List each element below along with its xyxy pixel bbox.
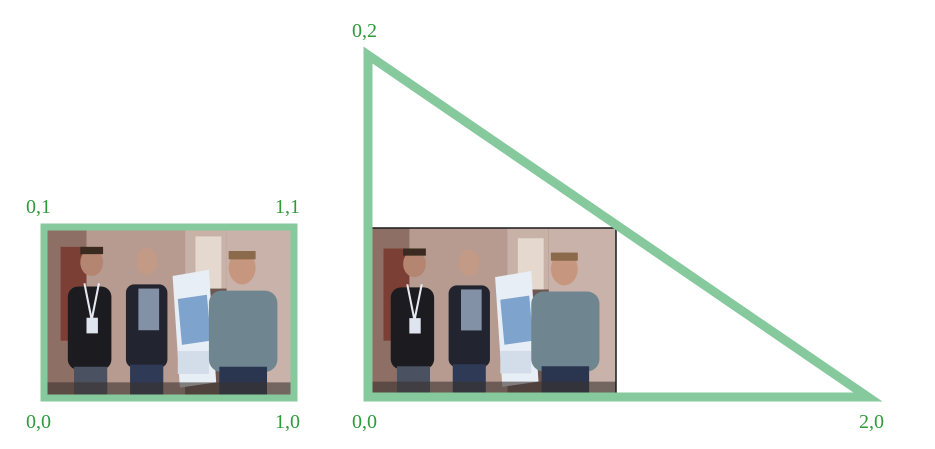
left-label-top-right: 1,1 (275, 196, 300, 218)
right-label-apex: 0,2 (352, 20, 377, 42)
unit-square-outline (40, 223, 298, 402)
left-label-bottom-right: 1,0 (275, 411, 300, 433)
left-photo (45, 226, 294, 398)
right-figure (363, 46, 883, 402)
right-label-origin: 0,0 (352, 411, 377, 433)
left-figure (40, 223, 298, 402)
triangle-outline (363, 46, 883, 402)
right-label-right: 2,0 (859, 411, 884, 433)
right-photo (368, 228, 616, 397)
left-label-top-left: 0,1 (26, 196, 51, 218)
left-label-bottom-left: 0,0 (26, 411, 51, 433)
